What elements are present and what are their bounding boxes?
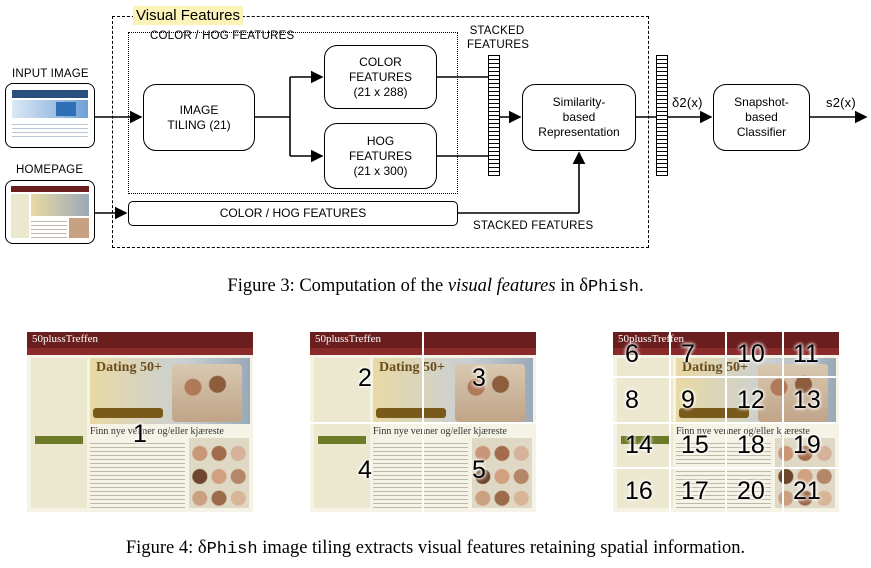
image-tiling-box: IMAGE TILING (21)	[143, 84, 255, 151]
input-image-thumbnail	[5, 83, 95, 148]
tile-number: 15	[681, 431, 709, 459]
color-features-box: COLOR FEATURES (21 x 288)	[324, 45, 437, 109]
tile-number: 13	[793, 386, 821, 414]
hero-text: Dating 50+	[96, 360, 162, 375]
tile-number: 12	[737, 386, 765, 414]
headline-text: Finn nye venner og/eller kjæreste	[90, 426, 224, 437]
site-title: 50plussTreffen	[32, 333, 99, 345]
caption3-italic: visual features	[447, 276, 556, 296]
tile-number: 3	[472, 364, 486, 392]
caption4-mono: Phish	[206, 540, 258, 559]
tile-number: 10	[737, 340, 765, 368]
tile-number: 4	[358, 456, 372, 484]
tile-number: 9	[681, 386, 695, 414]
color-hog-group-title: COLOR / HOG FEATURES	[150, 30, 295, 42]
caption4-prefix: Figure 4: δ	[125, 538, 207, 558]
homepage-thumbnail	[5, 180, 95, 244]
tile-number: 8	[625, 386, 639, 414]
snapshot-classifier-box: Snapshot-based Classifier	[713, 84, 810, 151]
delta-stacked-vector	[656, 55, 668, 176]
screenshot-panel-2: 50plussTreffen Dating 50+ Finn nye venne…	[310, 332, 536, 512]
tile-number: 6	[625, 340, 639, 368]
stacked-features-top	[488, 55, 500, 176]
figure4-caption: Figure 4: δPhish image tiling extracts v…	[0, 538, 871, 559]
homepage-label: HOMEPAGE	[16, 164, 84, 176]
headline-text: Finn nye venner og/eller kjæreste	[676, 426, 810, 437]
tile-number: 19	[793, 431, 821, 459]
input-image-label: INPUT IMAGE	[12, 68, 89, 80]
headline-text: Finn nye venner og/eller kjæreste	[373, 426, 507, 437]
tile-number: 1	[133, 420, 147, 448]
color-hog-bar: COLOR / HOG FEATURES	[128, 201, 458, 226]
tile-number: 5	[472, 456, 486, 484]
figure3-arrows	[95, 70, 868, 220]
caption3-prefix: Figure 3: Computation of the	[227, 276, 448, 296]
output-label: s2(x)	[826, 95, 856, 110]
figure3-caption: Figure 3: Computation of the visual feat…	[0, 276, 871, 297]
caption3-end: .	[638, 276, 644, 296]
tile-number: 2	[358, 364, 372, 392]
tile-number: 20	[737, 477, 765, 505]
hero-text: Dating 50+	[682, 360, 748, 375]
hero-text: Dating 50+	[379, 360, 445, 375]
stacked-features-bottom-label: STACKED FEATURES	[473, 220, 594, 232]
similarity-box: Similarity-based Representation	[522, 84, 636, 151]
caption4-rest: image tiling extracts visual features re…	[257, 538, 746, 558]
hog-features-box: HOG FEATURES (21 x 300)	[324, 123, 437, 189]
stacked-features-top-label: STACKED FEATURES	[467, 25, 530, 51]
caption3-mid: in δ	[555, 276, 588, 296]
screenshot-panel-3: 50plussTreffen Dating 50+ Finn nye venne…	[613, 332, 839, 512]
tile-number: 7	[681, 340, 695, 368]
caption3-mono: Phish	[587, 278, 639, 297]
visual-features-frame	[112, 16, 649, 248]
tile-number: 17	[681, 477, 709, 505]
tile-number: 11	[793, 340, 819, 368]
tile-number: 21	[793, 477, 821, 505]
tile-number: 16	[625, 477, 653, 505]
site-title: 50plussTreffen	[618, 333, 685, 345]
tile-number: 18	[737, 431, 765, 459]
visual-features-title: Visual Features	[133, 6, 243, 25]
site-title: 50plussTreffen	[315, 333, 382, 345]
tile-number: 14	[625, 431, 653, 459]
delta-label: δ2(x)	[672, 95, 703, 110]
color-hog-group-frame	[128, 32, 458, 194]
screenshot-panel-1: 50plussTreffen Dating 50+ Finn nye venne…	[27, 332, 253, 512]
